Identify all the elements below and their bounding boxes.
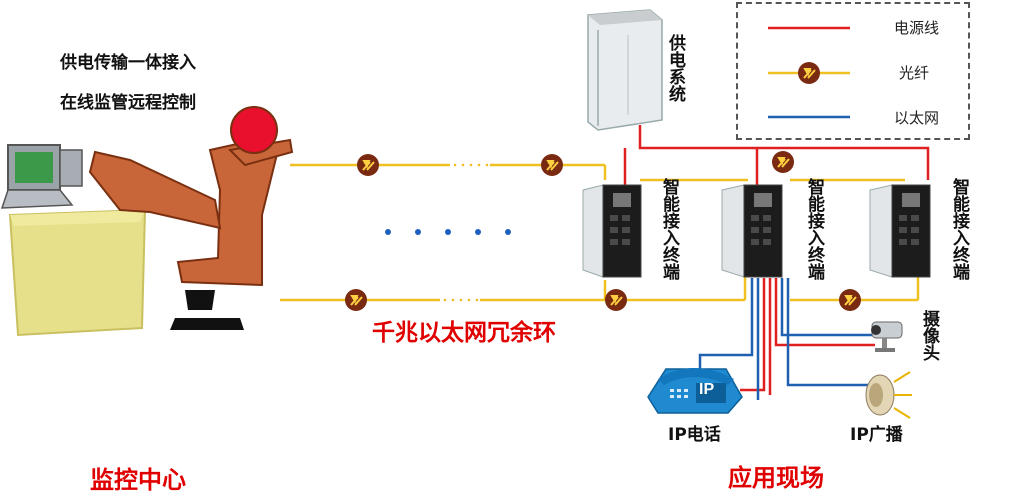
power-cabinet-illustration xyxy=(587,9,663,131)
camera-icon xyxy=(871,321,903,352)
camera-label: 摄像头 xyxy=(919,310,939,361)
ellipsis-dots xyxy=(385,229,511,235)
fiber-gap-dots xyxy=(443,163,489,302)
header-line-1: 供电传输一体接入 xyxy=(60,53,196,73)
legend-box: 电源线 光纤 以太网 xyxy=(736,2,970,140)
ip-phone-label: IP电话 xyxy=(668,425,721,445)
fiber-connector-icons xyxy=(345,151,861,311)
legend-fiber-label: 光纤 xyxy=(899,64,930,82)
ethernet-lines xyxy=(698,278,880,400)
application-site-label: 应用现场 xyxy=(728,464,824,492)
terminal-cabinet-illustrations xyxy=(582,184,931,278)
power-lines xyxy=(623,125,930,395)
header-line-2: 在线监管远程控制 xyxy=(60,93,196,113)
monitor-center-label: 监控中心 xyxy=(90,466,186,494)
monitor-person-illustration xyxy=(0,106,294,337)
ip-phone-icon xyxy=(647,368,743,414)
legend-ethernet-label: 以太网 xyxy=(894,109,940,127)
ip-broadcast-label: IP广播 xyxy=(850,425,903,445)
terminal-3-label: 智能接入终端 xyxy=(949,178,969,280)
terminal-2-label: 智能接入终端 xyxy=(804,178,824,280)
power-system-label: 供电系统 xyxy=(665,34,685,102)
gigabit-ring-label: 千兆以太网冗余环 xyxy=(372,320,556,346)
ip-broadcast-speaker-icon xyxy=(865,371,912,419)
terminal-1-label: 智能接入终端 xyxy=(659,178,679,280)
legend-swatches xyxy=(768,26,850,119)
ip-phone-badge: IP xyxy=(699,381,715,398)
legend-power-line-label: 电源线 xyxy=(894,19,940,37)
